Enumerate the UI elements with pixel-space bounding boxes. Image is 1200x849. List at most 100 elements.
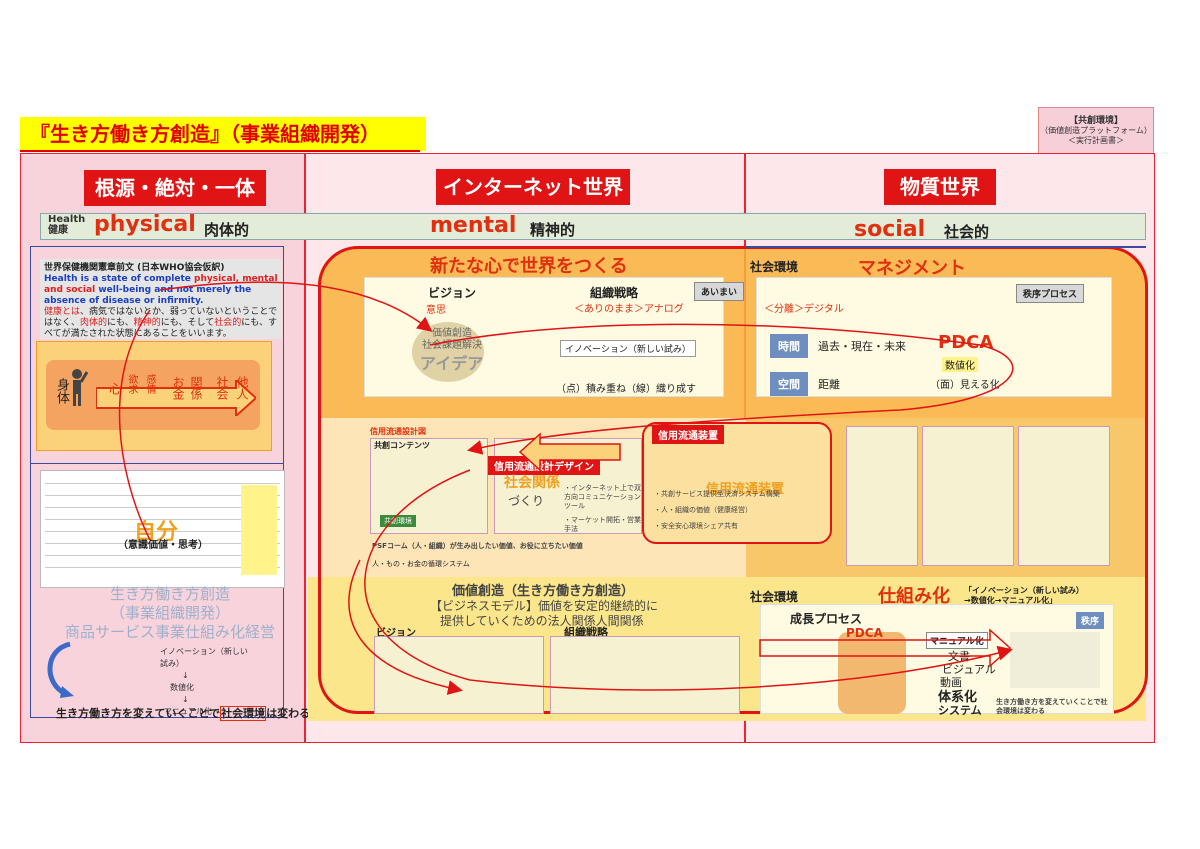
bottom-right-note: 生き方働き方を変えていくことで社会環境は変わる — [996, 698, 1108, 715]
shikumi-doc — [1010, 632, 1100, 688]
step-arrow1: ↓ — [182, 671, 189, 680]
title-underline — [20, 150, 420, 152]
right-doc-b — [922, 426, 1014, 566]
top-numeric: 数値化 — [942, 357, 978, 372]
dots-text: （点）積み重ね（線）織り成す — [556, 384, 696, 395]
space-value: 距離 — [818, 378, 840, 391]
bottom-pdca: PDCA — [846, 626, 883, 640]
social-jp: 社会的 — [944, 223, 990, 241]
page-title: 『生き方働き方創造』（事業組織開発） — [20, 117, 426, 151]
final-c: は変わる — [266, 707, 311, 720]
bottom-vision: ビジョン — [376, 628, 416, 639]
curve-arrow-icon — [40, 640, 80, 700]
left-line3: 商品サービス事業仕組み化経営 — [64, 623, 275, 641]
mental-label: mental — [430, 213, 517, 238]
who-jp8: にも、すべてが満たされた状態にあることをいいます。 — [44, 318, 277, 339]
physical-jp: 肉体的 — [204, 221, 250, 239]
device-big: 信用流通装置 — [706, 482, 785, 497]
stamp-line1: 【共創環境】 — [1068, 116, 1123, 126]
psf-text: PSFコーム（人・組織）が生み出したい価値、お役に立ちたい価値 — [372, 542, 583, 550]
top-title: 新たな心で世界をつくる — [430, 256, 628, 277]
visual-text: （面）見える化 — [930, 380, 1000, 391]
order-tag: 秩序プロセス — [1016, 284, 1085, 303]
bullet-2: ・マーケット開拓・営業手法 — [564, 516, 641, 533]
innovation-box: イノベーション（新しい試み） — [560, 340, 696, 357]
business-model-doc-a — [374, 636, 544, 714]
self-label: 自分 — [134, 520, 179, 545]
left-headline: 生き方働き方創造 （事業組織開発） 商品サービス事業仕組み化経営 — [60, 585, 280, 642]
person-icon — [66, 368, 89, 408]
who-jp2: 、病気ではないとか、弱っていないということではなく、 — [44, 307, 278, 328]
step2: 数値化 — [170, 683, 194, 692]
device-bullet-3: ・安全安心環境シェア共有 — [654, 522, 738, 530]
flow-emotion: 感情 — [144, 374, 155, 394]
final-a: 生き方働き方を変えていくことで — [56, 707, 221, 720]
top-idea-small: 意思 — [426, 305, 446, 316]
stamp-line3: ＜実行計画書＞ — [1068, 136, 1124, 145]
who-en-red: physical, mental and social — [44, 274, 278, 295]
tsukuri-label: づくり — [508, 494, 545, 508]
business-line2: 提供していくための法人関係人間関係 — [440, 614, 644, 628]
device-label: 信用流通装置 — [652, 425, 724, 444]
self-sub: （意識価値・思考） — [118, 540, 208, 551]
order-tag-bottom: 秩序 — [1076, 612, 1105, 629]
social-solve-label: 社会課題解決 — [422, 340, 482, 351]
self-document-image — [40, 470, 285, 588]
mental-jp: 精神的 — [530, 221, 576, 239]
step3: マニュアル化 — [164, 707, 212, 716]
top-mgmt: マネジメント — [858, 258, 966, 279]
social-label: social — [854, 217, 926, 242]
innovation-steps: イノベーション（新しい試み） ↓ 数値化 ↓ マニュアル化 — [160, 646, 250, 718]
flow-others: 他人 — [235, 376, 249, 400]
system2-label: システム — [938, 704, 982, 717]
who-definition: 世界保健機関憲章前文 (日本WHO協会仮訳) Health is a state… — [40, 259, 282, 339]
left-final-line: 生き方働き方を変えていくことで社会環境は変わる — [56, 705, 310, 721]
final-b: 社会環境 — [220, 706, 267, 721]
step1: イノベーション（新しい試み） — [160, 647, 248, 668]
column-heading-root: 根源・絶対・一体 — [84, 170, 266, 206]
flow-relation: 関係 — [189, 376, 203, 400]
bottom-env-label: 社会環境 — [750, 590, 799, 604]
who-jp5: 精神的 — [133, 318, 161, 328]
health-en: Health — [48, 214, 86, 225]
step-arrow2: ↓ — [182, 695, 189, 704]
business-model-doc-b — [550, 636, 740, 714]
who-jp6: にも、そして — [160, 318, 215, 328]
right-doc-a — [846, 426, 918, 566]
growth-label: 成長プロセス — [790, 612, 863, 626]
left-line2: （事業組織開発） — [109, 604, 230, 622]
right-doc-c — [1018, 426, 1110, 566]
who-jp7: 社会的 — [214, 318, 242, 328]
health-label: Health 健康 — [48, 214, 85, 236]
stamp-line2: （価値創造プラットフォーム） — [1040, 126, 1152, 135]
social-rel-label: 社会関係 — [504, 475, 560, 491]
device-bullet-2: ・人・組織の価値（健康経営） — [654, 506, 752, 514]
bullet-1: ・インターネット上で双方向コミュニケーションツール — [564, 484, 641, 510]
time-tag: 時間 — [770, 334, 808, 358]
top-env-label: 社会環境 — [750, 260, 799, 274]
contents-label: 共創コンテンツ — [374, 441, 430, 450]
video-label: 動画 — [940, 676, 962, 689]
right-top-line — [746, 246, 1146, 248]
visual-label: ビジュアル — [942, 663, 996, 676]
health-band — [40, 213, 1146, 240]
top-analog: ＜ありのまま＞アナログ — [574, 304, 684, 315]
flow-desire: 欲求 — [126, 374, 137, 394]
top-org: 組織戦略 — [590, 286, 639, 300]
flow-mind: 心 — [106, 382, 121, 395]
health-jp: 健康 — [48, 225, 68, 236]
business-line1: 【ビジネスモデル】価値を安定的継続的に — [430, 599, 659, 613]
value-label: 価値創造 — [432, 328, 472, 339]
psf-text2: 人・もの・お金の循環システム — [372, 560, 470, 568]
design-tag: 信用流通設計図 — [370, 427, 426, 436]
time-value: 過去・現在・未来 — [818, 340, 906, 353]
top-vision: ビジョン — [428, 286, 477, 300]
flow-body: 身体 — [54, 378, 69, 404]
aimai-tag: あいまい — [694, 282, 745, 301]
who-jp3: 肉体的 — [80, 318, 108, 328]
left-line1: 生き方働き方創造 — [109, 585, 230, 603]
column-heading-internet: インターネット世界 — [436, 169, 630, 205]
who-en2: well-being and not merely the absence of… — [44, 285, 252, 306]
who-heading: 世界保健機関憲章前文 (日本WHO協会仮訳) — [44, 263, 225, 273]
